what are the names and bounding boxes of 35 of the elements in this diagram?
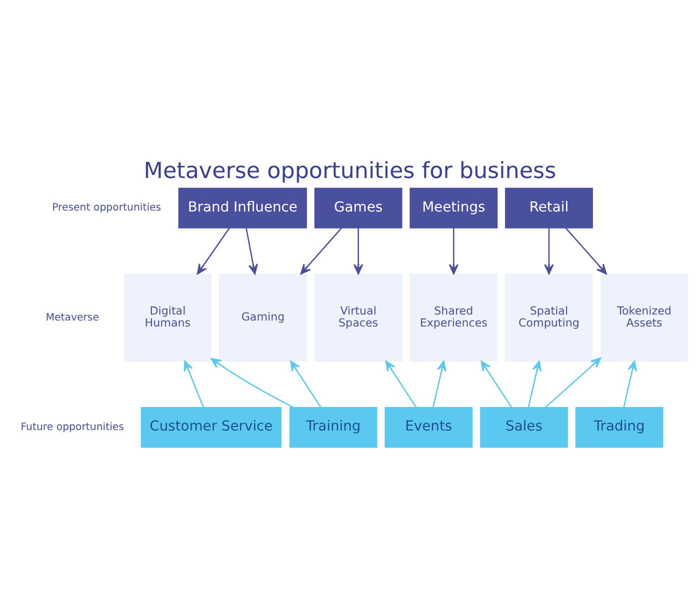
arrow [432, 360, 446, 408]
label: Future opportunities [20, 421, 124, 432]
node-box: Retail [505, 187, 593, 228]
arrow [528, 360, 542, 408]
label: Present opportunities [52, 202, 162, 214]
diagram-title: Metaverse opportunities for business [144, 158, 556, 184]
arrow [448, 228, 458, 274]
node-box: Brand Influence [178, 187, 307, 228]
arrow [565, 227, 607, 274]
arrow [246, 227, 258, 274]
label: Metaverse [46, 312, 99, 323]
node-box: Sales [480, 406, 568, 448]
arrow [354, 228, 364, 274]
arrow [545, 356, 602, 408]
node-box: Meetings [410, 187, 498, 228]
arrow [196, 227, 230, 274]
arrow [544, 228, 554, 274]
node-box: Spatial Computing [505, 273, 593, 362]
node-box: Virtual Spaces [314, 273, 402, 362]
arrow [184, 360, 204, 408]
arrow [210, 358, 294, 408]
node-box: Shared Experiences [410, 273, 498, 362]
arrow [385, 360, 417, 408]
node-box: Tokenized Assets [600, 273, 688, 362]
arrow [290, 360, 322, 408]
arrow [480, 360, 512, 408]
node-box: Trading [575, 406, 664, 448]
node-box: Digital Humans [124, 273, 212, 362]
node-box: Events [384, 406, 473, 448]
arrow [300, 227, 342, 274]
node-box: Games [314, 187, 402, 228]
node-box: Gaming [219, 273, 307, 362]
node-box: Training [289, 406, 378, 448]
node-box: Customer Service [140, 406, 282, 448]
arrow [623, 360, 638, 408]
